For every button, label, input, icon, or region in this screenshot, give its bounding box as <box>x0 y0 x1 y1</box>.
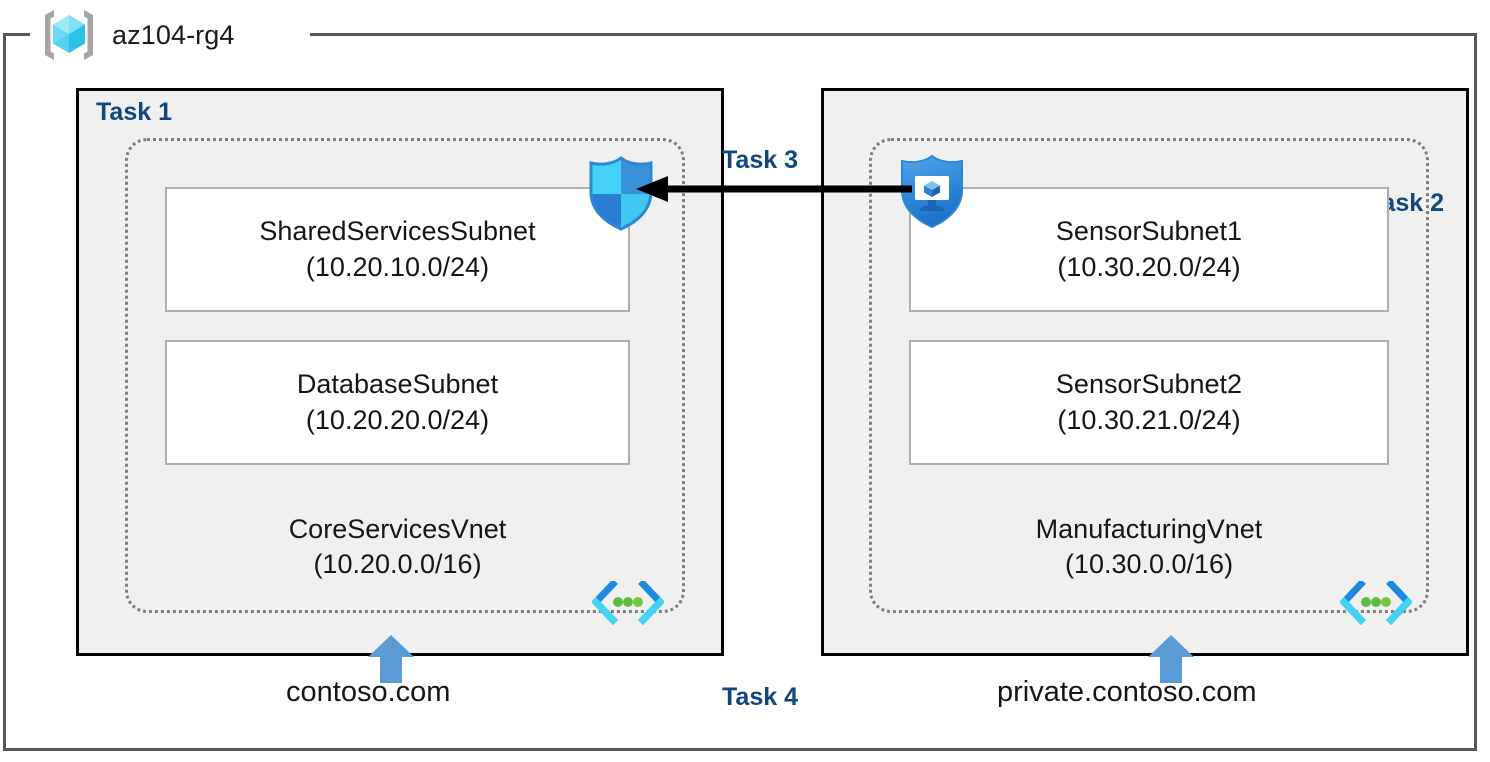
subnet-database[interactable]: DatabaseSubnet (10.20.20.0/24) <box>165 340 630 465</box>
vnet-name: ManufacturingVnet <box>1035 514 1263 544</box>
network-security-group-shield-icon <box>585 156 657 232</box>
dns-zone-label-private-contoso: private.contoso.com <box>997 676 1257 708</box>
subnet-name: SensorSubnet1 <box>1055 216 1243 247</box>
subnet-cidr: (10.30.20.0/24) <box>1057 251 1241 282</box>
vnet-core-services-boundary <box>125 138 685 613</box>
subnet-name: SharedServicesSubnet <box>259 216 536 247</box>
resource-group-name: az104-rg4 <box>112 19 235 50</box>
subnet-shared-services[interactable]: SharedServicesSubnet (10.20.10.0/24) <box>165 187 630 312</box>
subnet-cidr: (10.20.10.0/24) <box>305 251 490 282</box>
task-3-label: Task 3 <box>722 146 798 174</box>
virtual-network-icon <box>1339 579 1413 625</box>
vnet-name: CoreServicesVnet <box>288 514 507 544</box>
subnet-cidr: (10.20.20.0/24) <box>305 404 490 435</box>
vnet-manufacturing-boundary <box>869 138 1429 613</box>
subnet-name: DatabaseSubnet <box>296 369 499 400</box>
task-4-label: Task 4 <box>722 683 798 711</box>
resource-group-header: az104-rg4 <box>38 4 234 66</box>
resource-group-frame <box>3 33 1477 751</box>
dns-zone-up-arrow-icon <box>1148 635 1194 683</box>
bastion-shield-monitor-icon <box>897 154 967 230</box>
virtual-network-icon <box>591 579 665 625</box>
dns-zone-label-contoso: contoso.com <box>286 676 451 708</box>
task-1-label: Task 1 <box>96 98 172 126</box>
vnet-cidr: (10.30.0.0/16) <box>1064 549 1234 580</box>
subnet-sensor-1[interactable]: SensorSubnet1 (10.30.20.0/24) <box>909 187 1389 312</box>
subnet-sensor-2[interactable]: SensorSubnet2 (10.30.21.0/24) <box>909 340 1389 465</box>
vnet-cidr: (10.20.0.0/16) <box>313 549 482 580</box>
subnet-cidr: (10.30.21.0/24) <box>1057 404 1241 435</box>
dns-zone-up-arrow-icon <box>368 635 414 683</box>
vnet-core-services-caption: CoreServicesVnet (10.20.0.0/16) <box>165 512 630 582</box>
subnet-name: SensorSubnet2 <box>1055 369 1243 400</box>
peering-connection-arrow-icon <box>636 176 912 202</box>
resource-group-cube-icon <box>38 6 100 64</box>
vnet-manufacturing-caption: ManufacturingVnet (10.30.0.0/16) <box>909 512 1389 582</box>
